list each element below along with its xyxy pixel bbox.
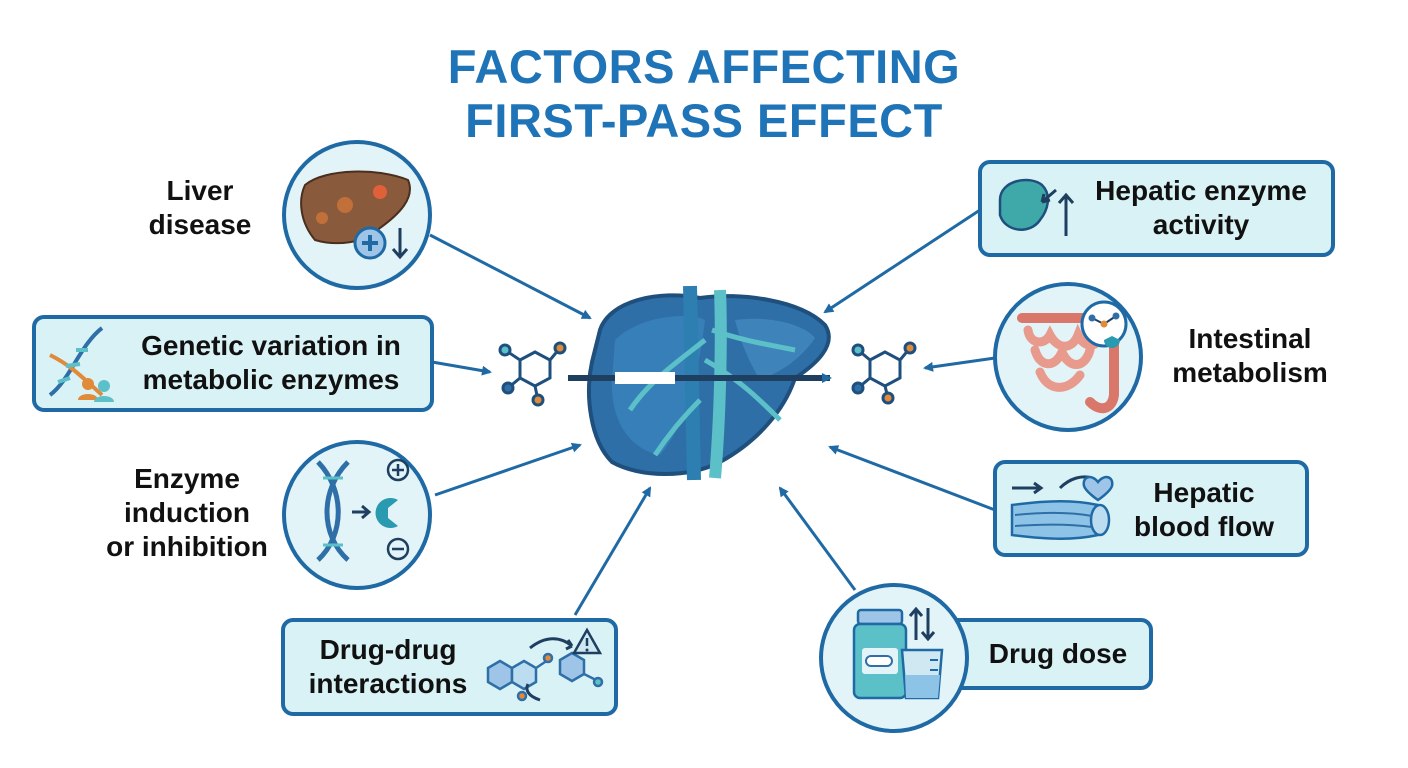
- molecule-icon: [851, 341, 917, 405]
- label-liver-disease: Liver disease: [148, 175, 252, 240]
- label-drug-interactions: Drug-drug interactions: [308, 634, 468, 699]
- connector-arrows: [429, 208, 996, 616]
- molecule-icon: [1088, 312, 1120, 348]
- enzyme-induction-circle: [282, 440, 432, 590]
- arrow-genetic-variation: [431, 360, 492, 376]
- enzyme-icon: [375, 498, 398, 528]
- minus-icon: [386, 537, 410, 561]
- blood-vessel-icon: [1010, 475, 1111, 540]
- arrow-intestinal: [923, 356, 996, 372]
- plus-icon: [386, 458, 410, 482]
- arrow-liver-disease: [429, 233, 592, 320]
- hepatic-enzyme-box: [978, 160, 1335, 257]
- arrow-drug-dose: [778, 486, 857, 591]
- dna-icon: [316, 460, 350, 562]
- page-title: FACTORS AFFECTING FIRST-PASS EFFECT: [354, 40, 1054, 148]
- drug-dose-group: [819, 583, 1153, 733]
- drug-interactions-box: [281, 618, 618, 716]
- label-intestinal: Intestinal metabolism: [1172, 323, 1328, 388]
- people-icon: [78, 378, 114, 402]
- title-line-2: FIRST-PASS EFFECT: [465, 94, 943, 147]
- arrow-blood-flow: [828, 445, 996, 512]
- molecule-icon: [498, 341, 567, 407]
- blood-flow-box: [993, 460, 1309, 557]
- intestinal-circle: [993, 282, 1143, 432]
- label-enzyme-induction: Enzyme induction or inhibition: [106, 463, 268, 562]
- label-hepatic-enzyme: Hepatic enzyme activity: [1095, 175, 1307, 240]
- molecule-icon: [486, 651, 604, 702]
- liver-icon: [568, 285, 832, 481]
- arrow-enzyme-induction: [434, 442, 582, 497]
- title-line-1: FACTORS AFFECTING: [447, 40, 961, 93]
- label-blood-flow: Hepatic blood flow: [1134, 477, 1274, 542]
- enzyme-icon: [998, 178, 1050, 231]
- arrow-hepatic-enzyme: [823, 208, 981, 314]
- up-down-arrows-icon: [908, 606, 936, 642]
- dna-icon: [48, 326, 104, 397]
- warning-icon: [571, 627, 603, 655]
- measuring-cup-icon: [900, 648, 944, 700]
- arrow-up-icon: [1057, 192, 1075, 236]
- genetic-variation-box: [32, 315, 434, 412]
- liver-disease-circle: [282, 140, 432, 290]
- heart-icon: [1082, 475, 1114, 502]
- arrow-drug-interactions: [573, 486, 652, 616]
- label-drug-dose: Drug dose: [988, 638, 1128, 669]
- label-genetic-variation: Genetic variation in metabolic enzymes: [141, 330, 401, 395]
- pill-bottle-icon: [852, 608, 908, 700]
